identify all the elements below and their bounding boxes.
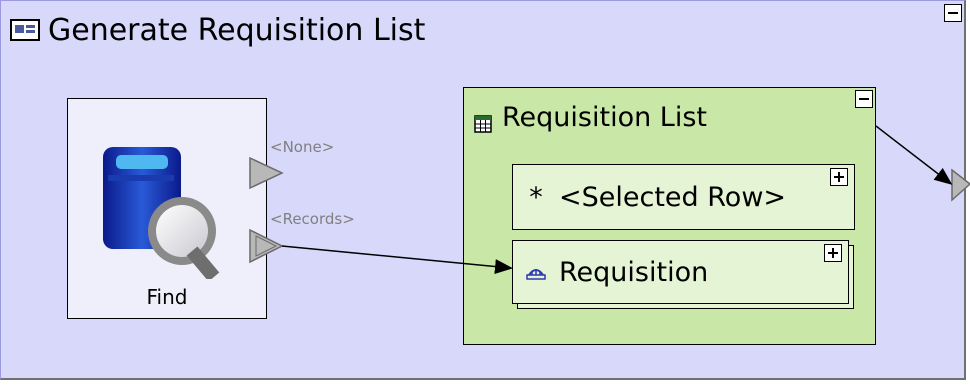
- requisition-text: Requisition: [525, 241, 708, 303]
- requisition-list-label: Requisition List: [502, 102, 707, 133]
- outer-title: Generate Requisition List: [10, 10, 425, 50]
- selected-row-text: * <Selected Row>: [525, 165, 786, 229]
- port-label-none: <None>: [270, 138, 335, 156]
- minus-icon: [859, 98, 869, 100]
- minus-icon: [948, 12, 958, 14]
- find-component[interactable]: Find: [67, 98, 267, 319]
- requisition-list-title: Requisition List: [474, 102, 707, 133]
- selected-row-node[interactable]: * <Selected Row>: [512, 164, 855, 230]
- port-label-records: <Records>: [270, 210, 355, 228]
- requisition-list-collapse-button[interactable]: [855, 90, 873, 108]
- requisition-label: Requisition: [559, 256, 709, 288]
- outer-title-label: Generate Requisition List: [48, 12, 426, 48]
- panel-icon: [10, 19, 40, 41]
- asterisk-icon: *: [529, 181, 543, 213]
- selected-row-label: <Selected Row>: [559, 181, 787, 213]
- requisition-node[interactable]: Requisition: [512, 240, 849, 304]
- entity-icon: [525, 257, 547, 288]
- selected-row-expand-button[interactable]: [830, 168, 848, 186]
- find-records-icon: [98, 139, 233, 282]
- find-label: Find: [146, 285, 188, 309]
- table-icon: [474, 109, 492, 133]
- requisition-expand-button[interactable]: [824, 244, 842, 262]
- outer-collapse-button[interactable]: [944, 4, 962, 22]
